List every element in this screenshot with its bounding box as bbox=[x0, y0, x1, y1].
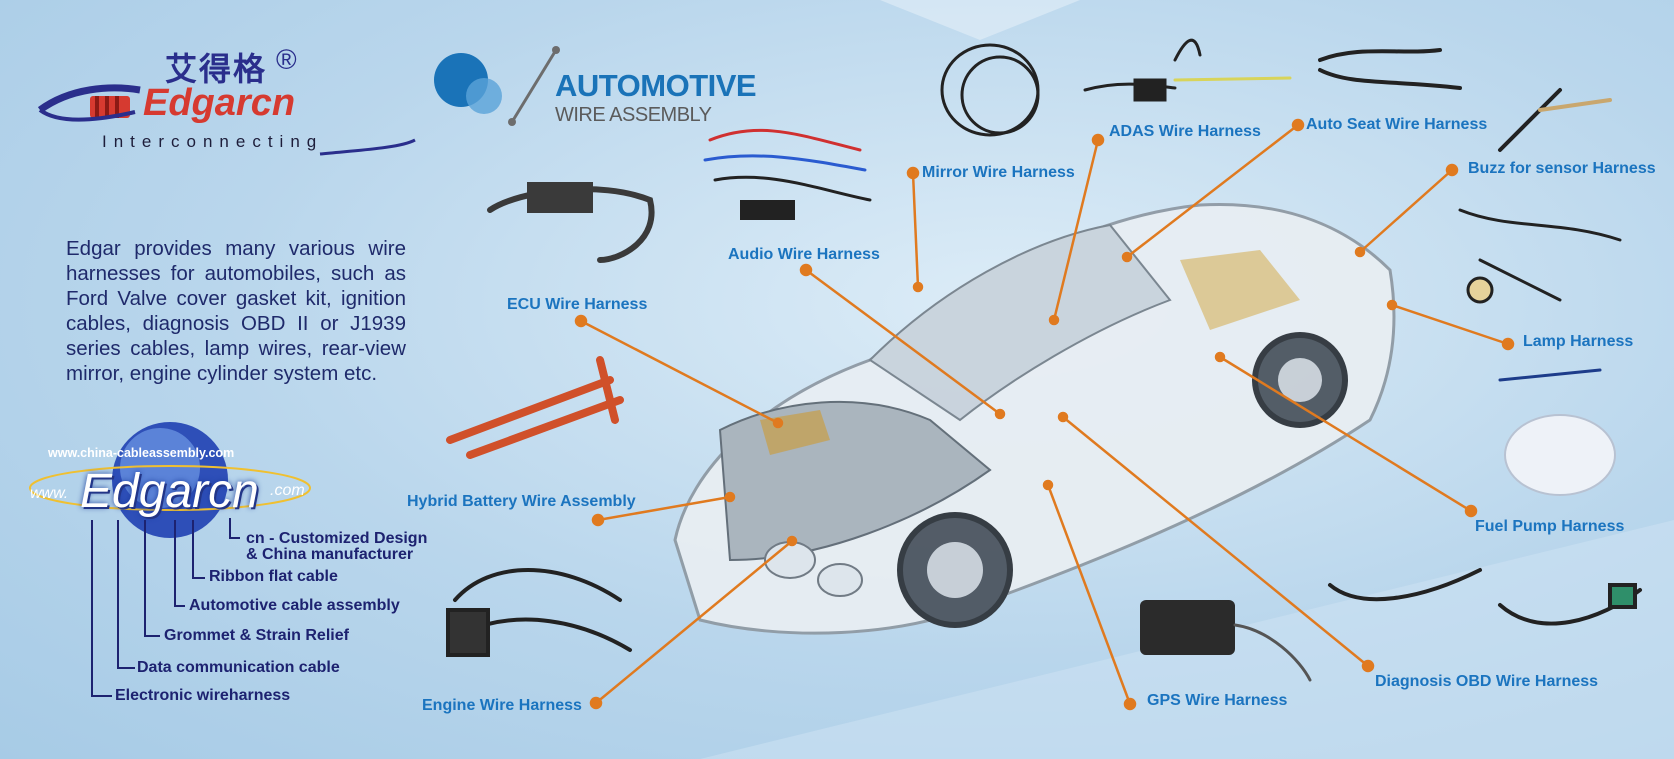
legend-item-data-cable: Data communication cable bbox=[137, 659, 340, 676]
label-hybrid-battery: Hybrid Battery Wire Assembly bbox=[407, 493, 636, 510]
label-audio-harness: Audio Wire Harness bbox=[728, 246, 880, 263]
lamp-harness-thumb bbox=[1458, 208, 1622, 304]
logo-com: .com bbox=[270, 482, 305, 499]
legend-item-ribbon: Ribbon flat cable bbox=[209, 568, 338, 585]
brand-cable-icon bbox=[37, 84, 416, 156]
hybrid-battery-thumb bbox=[446, 356, 624, 459]
label-gps-harness: GPS Wire Harness bbox=[1147, 692, 1288, 709]
brand-name: Edgarcn bbox=[143, 82, 295, 125]
brand-tagline: Interconnecting bbox=[102, 132, 324, 151]
legend-item-cn: cn - Customized Design bbox=[246, 530, 428, 547]
label-diagnosis-obd: Diagnosis OBD Wire Harness bbox=[1375, 673, 1599, 690]
leader-lines bbox=[574, 118, 1515, 711]
section-subtitle: WIRE ASSEMBLY bbox=[555, 104, 712, 126]
section-title: AUTOMOTIVE bbox=[555, 68, 757, 103]
label-seat-harness: Auto Seat Wire Harness bbox=[1306, 116, 1488, 133]
seat-harness-thumb bbox=[1318, 48, 1462, 90]
label-adas-harness: ADAS Wire Harness bbox=[1109, 123, 1261, 140]
brand-name-suffix: cn bbox=[250, 82, 296, 124]
fuel-pump-thumb bbox=[1498, 368, 1616, 496]
website-url: www.china-cableassembly.com bbox=[48, 446, 235, 460]
registered-mark: ® bbox=[276, 44, 297, 75]
legend-item-manufacturer: & China manufacturer bbox=[246, 546, 414, 563]
audio-harness-thumb bbox=[703, 128, 872, 220]
label-buzz-harness: Buzz for sensor Harness bbox=[1468, 160, 1656, 177]
intro-paragraph: Edgar provides many various wire harness… bbox=[66, 237, 406, 385]
logo-name: Edgarcn bbox=[80, 465, 259, 518]
gps-harness-thumb bbox=[1140, 600, 1312, 682]
label-mirror-harness: Mirror Wire Harness bbox=[922, 164, 1075, 181]
label-fuel-pump: Fuel Pump Harness bbox=[1475, 518, 1625, 535]
label-ecu-harness: ECU Wire Harness bbox=[507, 296, 648, 313]
mirror-harness-thumb bbox=[940, 43, 1040, 137]
ecu-harness-thumb bbox=[487, 182, 655, 263]
brand-chinese-name: 艾得格 bbox=[165, 50, 268, 88]
globe-logo-icon bbox=[29, 422, 311, 538]
harness-thumbnails bbox=[446, 38, 1642, 682]
car-cutaway-illustration bbox=[673, 202, 1396, 635]
adas-harness-thumb bbox=[1083, 38, 1292, 102]
label-lamp-harness: Lamp Harness bbox=[1523, 333, 1634, 350]
engine-harness-thumb bbox=[446, 568, 632, 657]
buzz-harness-thumb bbox=[1498, 88, 1612, 152]
legend-tree-lines bbox=[91, 518, 240, 697]
legend-item-grommet: Grommet & Strain Relief bbox=[164, 627, 349, 644]
brand-name-prefix: Edgar bbox=[143, 82, 251, 124]
label-engine-harness: Engine Wire Harness bbox=[422, 697, 582, 714]
diagnosis-obd-thumb bbox=[1328, 568, 1642, 626]
legend-item-electronic: Electronic wireharness bbox=[115, 687, 291, 704]
automotive-emblem-icon bbox=[434, 46, 560, 126]
logo-www: www. bbox=[30, 485, 69, 502]
legend-item-automotive: Automotive cable assembly bbox=[189, 597, 400, 614]
